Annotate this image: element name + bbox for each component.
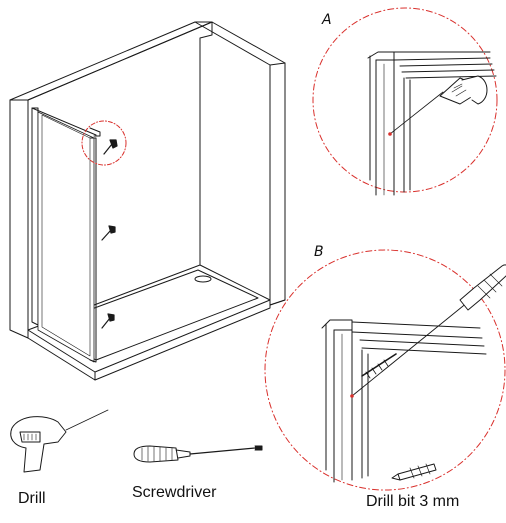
wall-screws xyxy=(101,139,118,329)
back-wall xyxy=(194,21,286,306)
drill-label: Drill xyxy=(18,490,46,507)
detail-a-drill xyxy=(388,75,488,136)
left-wall xyxy=(9,21,213,339)
detail-a-marker xyxy=(81,120,127,166)
screwdriver-icon xyxy=(133,445,263,463)
drill-icon xyxy=(10,409,109,473)
detail-a-profile xyxy=(367,51,497,196)
detail-a-label: A xyxy=(322,12,332,28)
side-panel xyxy=(31,107,101,363)
shower-enclosure xyxy=(9,21,286,381)
drill-bit-icon xyxy=(391,463,437,481)
screwdriver-label: Screwdriver xyxy=(132,484,217,501)
drill-bit-label: Drill bit 3 mm xyxy=(366,493,460,510)
detail-b xyxy=(264,249,506,491)
detail-b-profile xyxy=(321,319,487,483)
detail-b-screwdriver xyxy=(350,264,506,398)
detail-b-label: B xyxy=(314,244,324,260)
detail-a xyxy=(312,7,498,196)
